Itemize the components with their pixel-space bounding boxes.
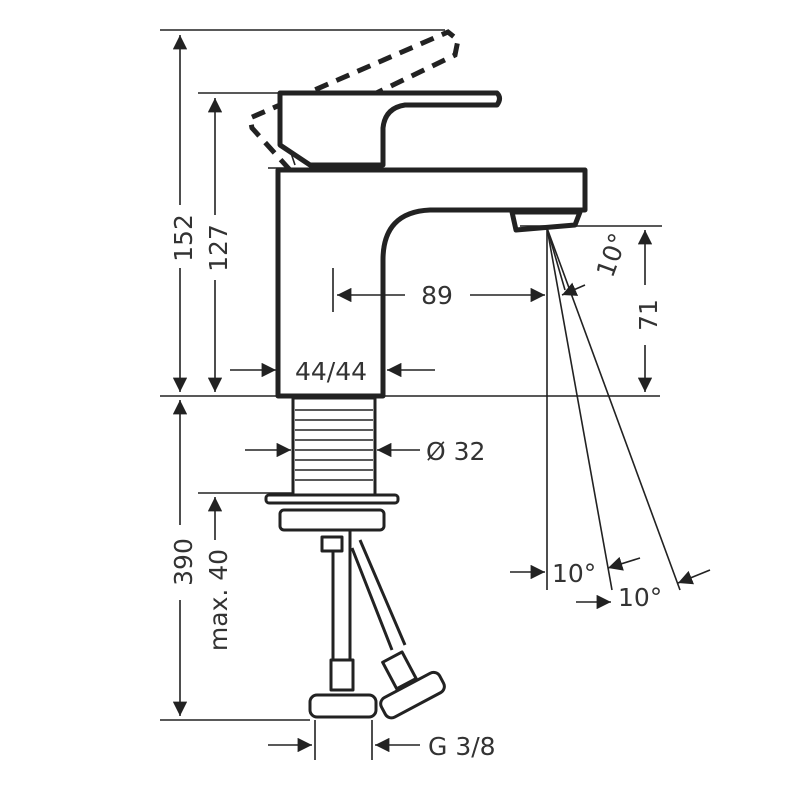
connection-thread-label: G 3/8 [428,732,496,761]
connection-length-label: 390 [169,538,198,586]
spout-height-label: 127 [204,224,233,272]
spray-lines [546,227,681,591]
max-deck-thickness-label: max. 40 [204,549,233,651]
lever-open-outline [247,29,461,172]
outlet-clearance-label: 71 [634,299,663,331]
dimension-lines [160,29,711,760]
spray-angle-2-label: 10° [618,583,662,612]
supply-hoses [308,530,446,720]
shank-diameter-label: Ø 32 [426,437,485,466]
spout-reach-label: 89 [421,281,453,310]
total-height-label: 152 [169,214,198,262]
threaded-shank [264,396,400,553]
spray-angle-top-label: 10° [591,229,633,281]
body-width-label: 44/44 [295,357,367,386]
lever [277,90,502,168]
spray-angle-1-label: 10° [552,559,596,588]
